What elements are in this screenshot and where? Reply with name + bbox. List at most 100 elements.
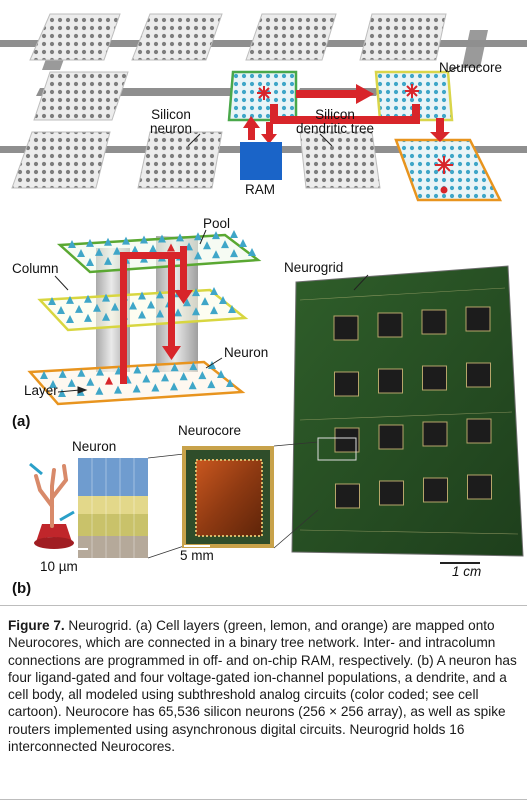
label-scale-10um: 10 µm	[40, 559, 78, 574]
neuron-cone	[105, 376, 113, 385]
label-neurocore-top: Neurocore	[439, 60, 503, 75]
tiles-row-1	[29, 13, 447, 61]
neuron-cone	[58, 369, 67, 378]
board-chip	[377, 312, 403, 338]
neuron-cone	[217, 370, 225, 378]
neuron-cartoon	[29, 462, 75, 549]
neuron-cone	[149, 244, 157, 253]
label-pool: Pool	[203, 216, 231, 231]
neuron-cone	[104, 237, 112, 246]
neuron-cone	[189, 362, 198, 371]
neuron-cone	[230, 249, 238, 258]
board-chip	[379, 480, 404, 506]
neuron-cone	[212, 231, 220, 240]
neuron-cone	[86, 238, 94, 247]
label-layer: Layer	[24, 383, 58, 398]
leader-lines-top	[187, 65, 461, 147]
neuron-cone	[210, 287, 218, 295]
neuron-cone	[131, 245, 139, 254]
board-chip	[466, 418, 492, 444]
neuron-cone	[194, 232, 202, 241]
neuron-cone	[192, 307, 200, 316]
neuron-cone	[96, 367, 104, 376]
neurocore-chip	[182, 437, 357, 549]
scale-bar-1cm	[440, 562, 480, 564]
neuron-cone	[221, 240, 229, 249]
neuron-cone	[132, 384, 141, 393]
board-chip	[421, 309, 447, 335]
label-neurogrid: Neurogrid	[284, 260, 344, 275]
board-chip	[334, 427, 360, 453]
label-ram: RAM	[245, 182, 275, 197]
board-chip	[465, 306, 491, 332]
neuron-cone	[228, 305, 236, 313]
neuron-cone	[167, 243, 175, 252]
neuron-cone	[188, 381, 197, 390]
neuron-cone	[95, 386, 104, 395]
figure-caption: Figure 7. Neurogrid. (a) Cell layers (gr…	[8, 617, 517, 755]
neuron-cone	[129, 301, 137, 310]
neuron-cone	[158, 234, 166, 243]
neuron-cone	[152, 364, 160, 373]
neuron-cone	[95, 247, 103, 256]
figure-drawing	[0, 13, 527, 564]
ram-block	[240, 142, 282, 180]
neuron-cone	[67, 378, 76, 387]
neuron-cone	[203, 241, 211, 250]
tree-network	[0, 13, 527, 202]
label-scale-5mm: 5 mm	[180, 548, 214, 563]
label-silicon-neuron: Silicon neuron	[150, 107, 193, 137]
leader-lines-column	[54, 229, 223, 394]
neuron-cone	[75, 304, 83, 313]
neuron-cone	[208, 361, 216, 369]
neuron-cone	[77, 368, 86, 377]
neuron-cone	[248, 248, 256, 256]
neuron-cone	[86, 258, 94, 266]
caption-text: Neurogrid. (a) Cell layers (green, lemon…	[8, 618, 517, 755]
neuron-cone	[192, 288, 200, 297]
neuron-cone	[239, 239, 247, 247]
neuron-cone	[147, 300, 155, 309]
column-connections	[120, 246, 193, 384]
board-chip	[333, 315, 359, 341]
neuron-cone	[198, 371, 207, 380]
neuron-cone	[84, 313, 92, 322]
route-arrows	[243, 84, 450, 144]
neuron-cone	[176, 233, 184, 242]
neuron-cone	[77, 249, 85, 257]
caption-top-rule	[0, 605, 527, 606]
board-traces	[299, 287, 519, 535]
neuron-cone	[58, 389, 66, 397]
neuron-cone	[230, 230, 238, 238]
board-chip	[335, 483, 360, 509]
neuron-cone	[57, 306, 65, 314]
neuron-cone	[170, 382, 178, 391]
neuron-cone	[142, 374, 151, 383]
board-chip	[378, 368, 403, 394]
neuron-cone	[104, 256, 112, 265]
neuron-cone	[138, 291, 146, 300]
neuron-cone	[68, 240, 76, 248]
neurogrid-board	[291, 265, 524, 557]
label-neuron: Neuron	[224, 345, 269, 360]
neuron-cone	[66, 295, 74, 304]
neuron-cone	[40, 371, 48, 379]
neuron-cone	[183, 298, 191, 307]
neuron-cone	[201, 297, 209, 306]
neuron-cone	[226, 379, 234, 387]
neuron-cone	[161, 373, 169, 382]
neuron-cone	[84, 294, 92, 303]
board-chip	[423, 477, 448, 503]
neuron-cone	[138, 310, 146, 319]
label-column: Column	[12, 261, 59, 276]
column-diagram	[27, 229, 262, 406]
neuron-cone	[212, 250, 220, 259]
neuron-cone	[111, 302, 119, 311]
neuron-cone	[133, 365, 142, 374]
neuron-cone	[48, 297, 56, 305]
board-chip	[422, 365, 447, 391]
board-chip	[466, 362, 491, 388]
neuron-cone	[140, 235, 148, 244]
neuron-cone	[113, 246, 121, 255]
neuron-cone	[156, 290, 164, 299]
